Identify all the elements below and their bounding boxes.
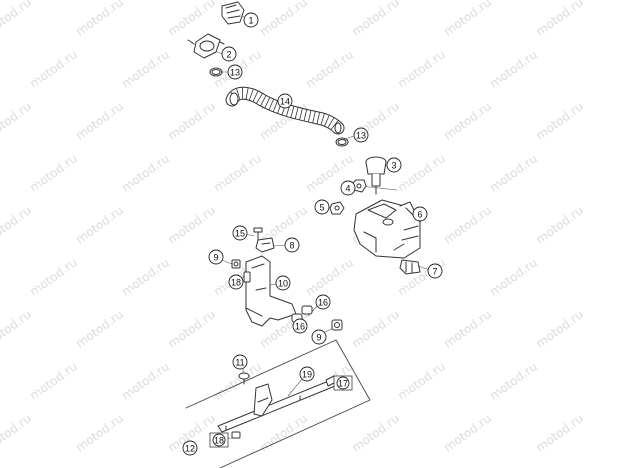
svg-text:17: 17 [338,379,348,389]
part-13-o-ring-lower [335,137,349,147]
callout-1: 1 [243,12,259,28]
callout-4: 4 [340,180,356,196]
hose-rib [330,120,339,130]
hose-rib [320,113,325,125]
hose-rib [249,89,254,101]
callout-9b: 9 [311,329,327,345]
svg-text:12: 12 [185,444,195,454]
svg-text:2: 2 [226,50,231,60]
svg-text:9: 9 [213,253,218,263]
part-11-screw [238,372,250,385]
kit-panel-12 [185,339,371,468]
part-13-o-ring-upper [209,67,223,77]
svg-text:13: 13 [356,131,366,141]
part-14-corrugated-hose [225,86,345,135]
callout-8: 8 [284,237,300,253]
svg-text:11: 11 [235,358,244,368]
svg-text:6: 6 [417,210,422,220]
part-18-spacer-upper [243,271,251,283]
svg-text:3: 3 [391,161,396,171]
callout-16b: 16 [292,318,308,334]
hose-rib [268,99,274,110]
svg-text:8: 8 [289,241,294,251]
hose-rib [290,106,295,118]
hose-rib [264,97,271,109]
callout-5: 5 [314,199,330,215]
callout-11: 11 [232,354,248,370]
callout-17: 17 [333,375,353,391]
hose-rib [294,107,299,119]
part-4-fitting [351,179,367,193]
callout-18a: 18 [228,274,244,290]
hose-rib [299,108,303,120]
part-19-cable [217,377,341,433]
hose-rib [260,95,267,106]
part-15-screw [253,227,263,247]
part-10-holder [245,255,297,327]
svg-text:14: 14 [280,97,290,107]
part-9-bushing-lower [331,319,343,331]
callout-12: 12 [182,440,198,456]
hose-rib [236,88,241,100]
svg-text:7: 7 [432,267,437,277]
callout-7: 7 [427,263,443,279]
callout-10: 10 [275,275,291,291]
svg-text:4: 4 [345,184,350,194]
hose-rib [256,93,263,104]
callout-6: 6 [412,206,428,222]
svg-text:9: 9 [316,333,321,343]
hose-rib [327,117,335,128]
part-16-bushing-right [301,305,313,315]
svg-text:16: 16 [318,298,328,308]
hose-rib [272,100,278,112]
part-5-nut [329,201,345,215]
part-6-tank [353,199,421,259]
hose-rib [303,109,308,121]
callout-18b: 18 [209,432,229,448]
svg-text:5: 5 [319,203,324,213]
callout-13a: 13 [227,64,243,80]
svg-text:1: 1 [248,16,253,26]
callout-15: 15 [232,225,248,241]
svg-text:18: 18 [214,436,224,446]
part-1-intake-nozzle [221,1,245,25]
hose-rib [312,111,316,123]
part-3-breather-cap [365,156,387,195]
svg-text:10: 10 [278,279,288,289]
callout-14: 14 [277,93,293,109]
svg-text:13: 13 [230,68,240,78]
svg-text:15: 15 [235,229,245,239]
svg-text:16: 16 [295,322,305,332]
part-2-adapter [187,33,225,59]
hose-rib [245,87,249,100]
part-8-clip [255,237,275,253]
hose-rib [308,110,312,122]
callout-16a: 16 [315,294,331,310]
part-18-spacer-lower [231,431,241,439]
part-7-bracket [399,259,421,275]
hose-rib [316,112,320,124]
callout-2: 2 [221,46,237,62]
callout-9a: 9 [208,249,224,265]
callout-13b: 13 [353,127,369,143]
part-strip-bracket [253,383,273,417]
part-9-bushing-upper [231,259,241,269]
svg-text:18: 18 [231,278,241,288]
svg-text:19: 19 [302,370,312,380]
hose-rib [324,115,330,127]
callout-3: 3 [386,157,402,173]
hose-rib [252,91,259,102]
callout-19: 19 [299,366,315,382]
